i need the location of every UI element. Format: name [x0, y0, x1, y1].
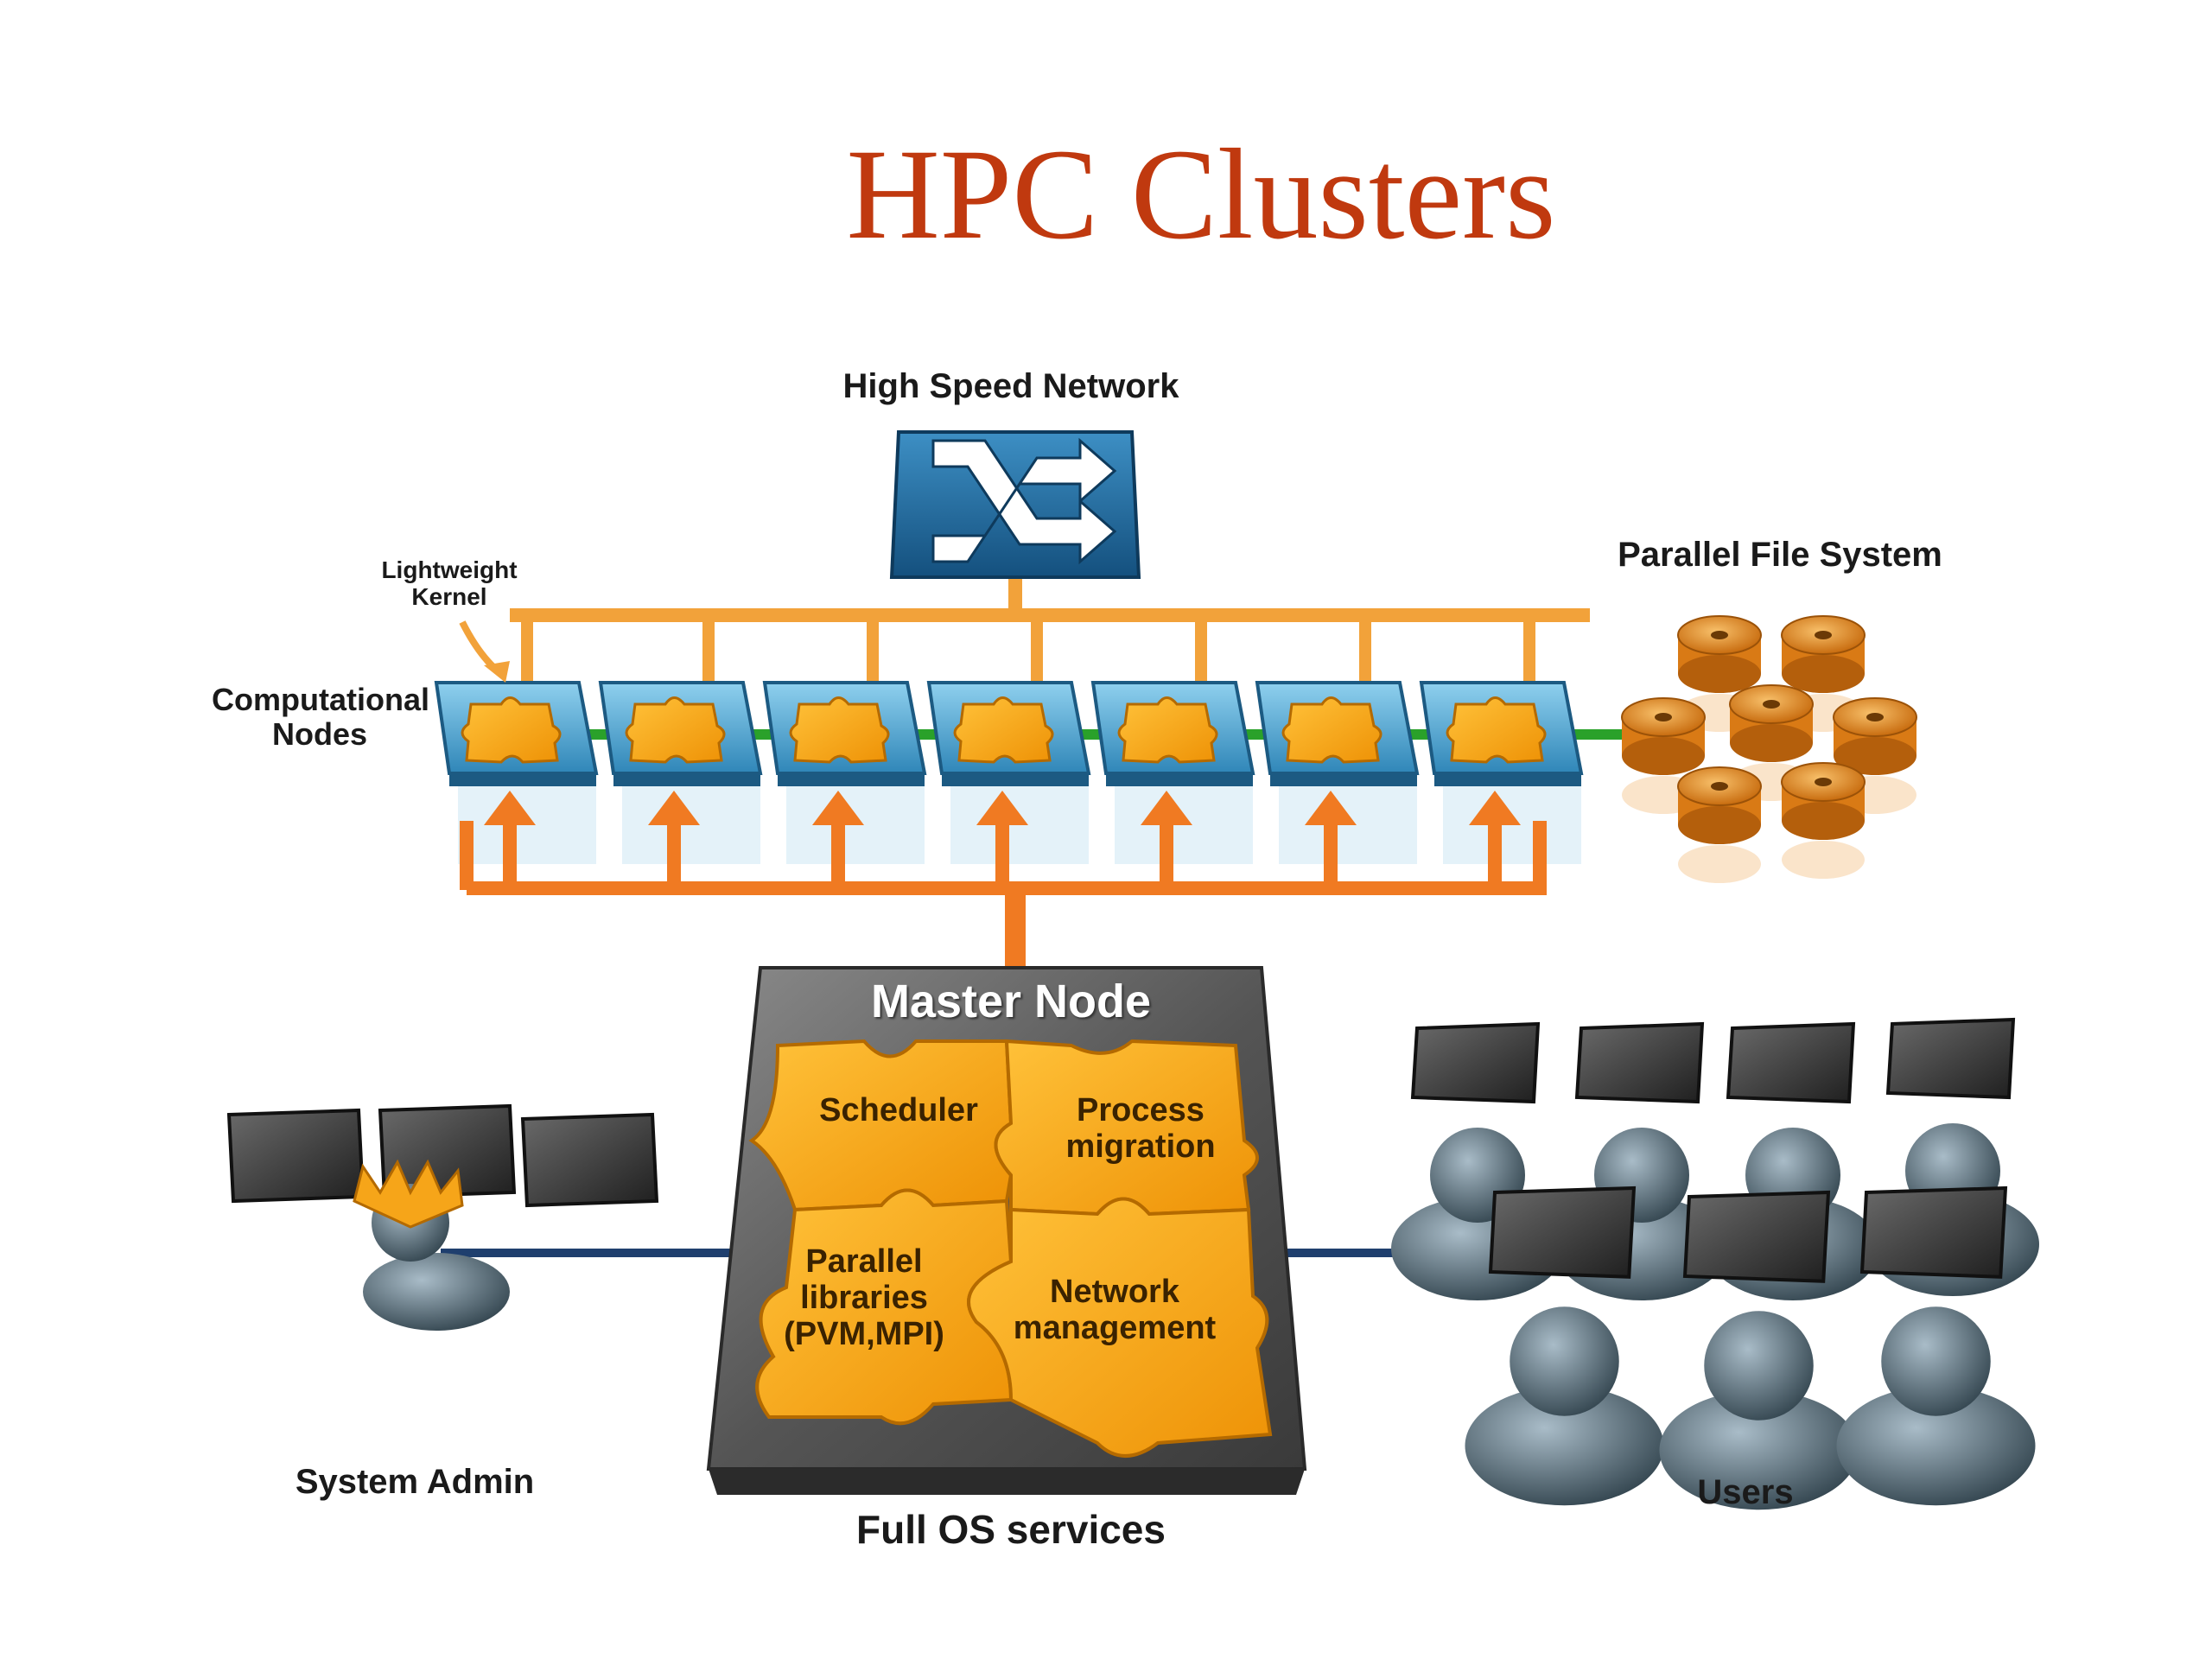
high-speed-network-label: High Speed Network: [842, 367, 1179, 405]
parallel-libraries-label: Parallel libraries (PVM,MPI): [784, 1243, 944, 1352]
monitor-icon: [226, 1108, 365, 1204]
master-node-label: Master Node: [870, 976, 1152, 1027]
full-os-services-label: Full OS services: [856, 1507, 1166, 1552]
admin-person-icon: [353, 1159, 510, 1331]
computational-nodes-label: Computational Nodes: [212, 682, 429, 752]
disk-icon: [1781, 762, 1866, 879]
arrow-head: [1305, 791, 1357, 825]
arrow-shaft: [831, 821, 845, 883]
arrow-trunk: [1005, 881, 1026, 976]
network-management-piece: [967, 1197, 1273, 1458]
person-icon: [1659, 1390, 1859, 1510]
monitor-icon: [1488, 1185, 1637, 1279]
lightweight-kernel-pointer: [459, 620, 510, 683]
person-icon: [1836, 1386, 2036, 1506]
monitor-icon: [520, 1112, 659, 1208]
users-icon: [1391, 1017, 2039, 1510]
master-to-node-arrows: [460, 791, 1547, 976]
arrow-shaft: [995, 821, 1009, 883]
computational-node-icon: [1255, 681, 1420, 786]
monitor-icon: [1726, 1021, 1856, 1104]
lightweight-kernel-label: Lightweight Kernel: [381, 556, 518, 610]
arrow-rail-end: [1533, 821, 1547, 890]
user-workstation-icon: [1659, 1190, 1859, 1510]
computational-node-icon: [1419, 681, 1584, 786]
monitor-icon: [378, 1103, 517, 1199]
system-admin-icon: [226, 1103, 659, 1331]
arrow-shaft: [1488, 821, 1502, 883]
parallel-file-system-label: Parallel File System: [1618, 536, 1942, 574]
computational-node-icon: [762, 681, 927, 786]
disk-icon: [1833, 697, 1917, 814]
disk-icon: [1677, 766, 1762, 883]
system-admin-label: System Admin: [295, 1463, 535, 1501]
computational-node-icon: [1090, 681, 1255, 786]
master-node-icon: [706, 966, 1307, 1495]
computational-node-icon: [434, 681, 599, 786]
person-icon: [1465, 1386, 1664, 1506]
arrow-rail-end: [460, 821, 474, 890]
page-title: HPC Clusters: [846, 123, 1556, 266]
arrow-head: [484, 791, 536, 825]
network-bus: [510, 577, 1590, 683]
user-workstation-icon: [1465, 1185, 1664, 1506]
network-management-label: Network management: [1013, 1274, 1217, 1346]
arrow-shaft: [1324, 821, 1338, 883]
scheduler-label: Scheduler: [819, 1092, 978, 1128]
arrow-shaft: [503, 821, 517, 883]
monitor-icon: [1574, 1021, 1705, 1104]
computational-node-icon: [926, 681, 1091, 786]
parallel-file-system-disks: [1621, 615, 1917, 883]
process-migration-label: Process migration: [1065, 1092, 1216, 1165]
monitor-icon: [1410, 1021, 1541, 1104]
monitor-icon: [1859, 1185, 2008, 1279]
monitor-icon: [1682, 1190, 1831, 1283]
arrow-shaft: [1160, 821, 1173, 883]
network-switch-icon: [889, 430, 1141, 579]
computational-node-icon: [598, 681, 763, 786]
users-label: Users: [1697, 1473, 1794, 1511]
arrow-head: [1141, 791, 1192, 825]
computational-nodes: [434, 681, 1584, 786]
crown-icon: [353, 1159, 464, 1229]
arrow-head: [648, 791, 700, 825]
user-workstation-icon: [1836, 1185, 2036, 1506]
arrow-head: [1469, 791, 1521, 825]
arrow-head: [976, 791, 1028, 825]
arrow-shaft: [667, 821, 681, 883]
arrow-head: [812, 791, 864, 825]
monitor-icon: [1885, 1017, 2016, 1100]
